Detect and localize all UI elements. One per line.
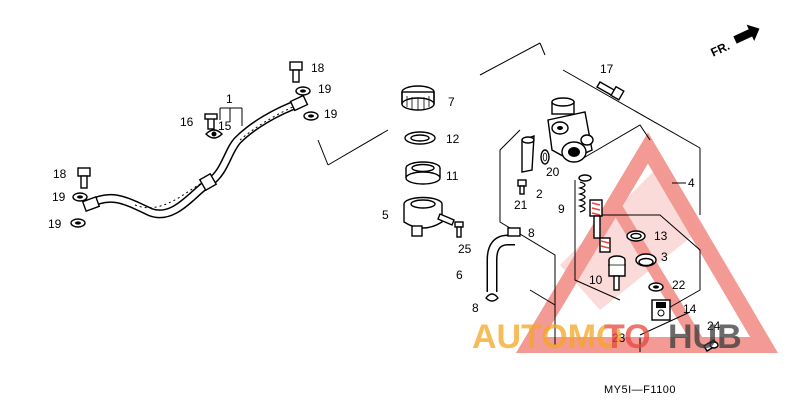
callout-19-b: 19 [324, 107, 338, 121]
front-direction-indicator: FR. [708, 24, 760, 60]
callout-7: 7 [448, 95, 455, 109]
callout-2: 2 [536, 187, 543, 201]
reservoir-diaphragm [405, 161, 441, 185]
left-banjo-bolt [70, 167, 91, 228]
fr-label: FR. [708, 39, 731, 60]
boot [626, 230, 646, 242]
callout-16: 16 [180, 115, 194, 129]
watermark-text: AUTOMO TO HUB [472, 318, 742, 356]
callout-22: 22 [672, 278, 686, 292]
callout-6: 6 [456, 268, 463, 282]
callout-8-bottom: 8 [472, 301, 479, 315]
clevis [651, 299, 671, 321]
push-rod [608, 255, 626, 291]
callout-4: 4 [688, 176, 695, 190]
watermark-triangle-inner [519, 193, 711, 351]
reservoir-cap [401, 85, 435, 111]
clevis-pin [703, 339, 719, 352]
arrow-right-icon [733, 24, 760, 44]
callout-25: 25 [458, 242, 472, 256]
callout-19-a: 19 [318, 82, 332, 96]
joint-screw [517, 179, 527, 195]
piston-spring [577, 174, 592, 213]
callout-12: 12 [446, 132, 460, 146]
mounting-bolt [596, 81, 625, 101]
hose-joint [521, 135, 535, 173]
callout-5: 5 [382, 208, 389, 222]
watermark-hub: HUB [668, 318, 742, 356]
callout-11: 11 [446, 169, 459, 183]
reservoir-hose [485, 227, 521, 302]
master-cylinder-body [547, 97, 594, 163]
hose-clamp [204, 113, 223, 139]
callout-15: 15 [218, 119, 232, 133]
callout-23: 23 [612, 331, 626, 345]
callout-17: 17 [600, 62, 614, 76]
callout-9: 9 [558, 202, 565, 216]
callout-10: 10 [589, 273, 603, 287]
callout-20: 20 [546, 165, 560, 179]
watermark-logo [515, 132, 778, 353]
top-banjo-bolt [289, 61, 319, 121]
piston-set [589, 199, 611, 253]
diagram-code: MY5I—F1100 [604, 384, 676, 396]
reservoir-screw [454, 221, 464, 238]
callout-18-top: 18 [311, 61, 325, 75]
callout-19-c: 19 [52, 190, 66, 204]
circlip [635, 253, 657, 267]
callout-8-top: 8 [528, 226, 535, 240]
leader-lines [219, 42, 701, 352]
o-ring [540, 149, 550, 165]
reservoir-tank [403, 196, 455, 237]
brake-hose [81, 94, 309, 219]
callout-3: 3 [661, 250, 668, 264]
watermark-auto: AUTOMO [472, 318, 622, 356]
callout-13: 13 [654, 229, 668, 243]
callout-21: 21 [514, 198, 528, 212]
callout-19-d: 19 [48, 217, 62, 231]
watermark-to: TO [604, 318, 651, 356]
callout-labels: 1 2 3 4 5 6 7 8 8 9 10 11 12 13 14 15 16… [48, 61, 721, 345]
lock-nut [648, 282, 664, 292]
reservoir-diaphragm-plate [404, 131, 436, 145]
callout-18-left: 18 [53, 167, 67, 181]
callout-1: 1 [226, 92, 233, 106]
callout-24: 24 [707, 319, 721, 333]
callout-14: 14 [683, 302, 697, 316]
